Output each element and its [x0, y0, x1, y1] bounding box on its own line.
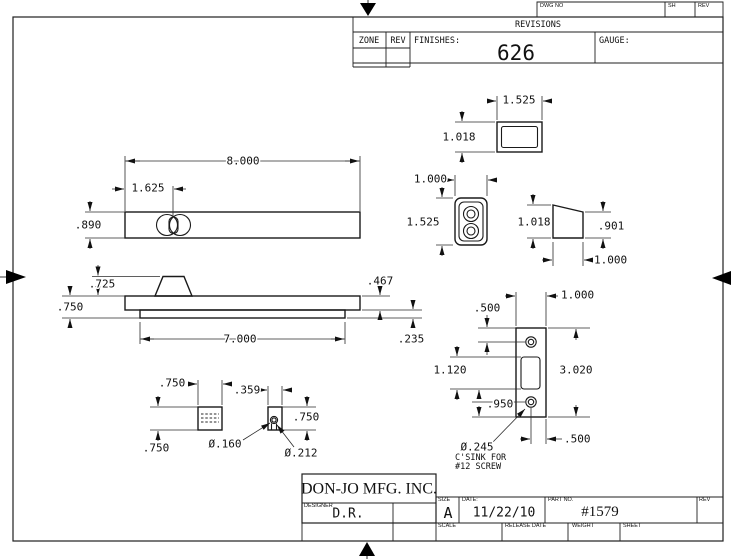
block-outline: [197, 406, 223, 431]
dwg-no-label: DWG NO: [540, 3, 564, 9]
dim-strike-bot: .950: [487, 398, 514, 411]
dim-wedge-w: 1.000: [594, 254, 627, 267]
finishes-value: 626: [497, 41, 535, 65]
view-wedge: 1.018 .901 1.000: [516, 194, 629, 268]
dim-pin-h: .750: [293, 411, 320, 424]
scale-label: SCALE: [438, 523, 456, 529]
dim-strike-off: .500: [564, 433, 591, 446]
dim-side-pad: 7.000: [223, 333, 256, 346]
finishes-label: FINISHES:: [414, 36, 460, 46]
dim-pin-w: .359: [234, 384, 261, 397]
strike-hole-bottom-inner: [527, 398, 535, 406]
strike-note-line1: C'SINK FOR: [455, 453, 507, 463]
dim-block-w: .750: [159, 377, 186, 390]
view-strike: 1.000 .500 1.120 .950 3.020 .500 Ø.2: [432, 287, 596, 473]
keyhole-outer: [155, 213, 179, 237]
size-label: SIZE: [438, 497, 451, 503]
center-mark-right-icon: [712, 271, 731, 285]
flip-bump-outline: [153, 275, 194, 297]
view-pin: .359 .750 Ø.160 Ø.212: [207, 382, 321, 461]
dim-strike-h: 3.020: [559, 364, 592, 377]
dim-cap-h: 1.018: [442, 131, 475, 144]
dim-wedge-r: .901: [598, 220, 625, 233]
housing-outline: [454, 197, 488, 246]
dim-strike-dia: Ø.245: [460, 441, 493, 454]
dim-pin-dia: Ø.212: [284, 447, 317, 460]
housing-hole-top-outer: [462, 205, 480, 223]
strike-cutout: [520, 356, 541, 390]
pin-outline: [267, 406, 283, 431]
dim-plan-slot-offset: 1.625: [131, 182, 164, 195]
revisions-block: REVISIONS ZONE REV FINISHES: 626 GAUGE:: [352, 17, 723, 68]
gauge-label: GAUGE:: [599, 36, 630, 46]
strike-note-line2: #12 SCREW: [455, 462, 502, 472]
release-date-label: RELEASE DATE: [505, 523, 546, 529]
housing-hole-bottom-inner: [466, 226, 476, 236]
keyhole-slot: [168, 216, 179, 235]
side-pad-outline: [139, 309, 346, 319]
dim-side-height: .750: [57, 301, 84, 314]
dim-housing-h: 1.525: [406, 216, 439, 229]
dim-cap-w: 1.525: [502, 94, 535, 107]
view-plan-bar: 8.000 1.625 .890: [73, 153, 361, 249]
keyhole-inner: [168, 213, 192, 237]
sheet-label: SHEET: [623, 523, 642, 529]
bar-outline: [124, 211, 361, 239]
dim-plan-length: 8.000: [226, 155, 259, 168]
view-cap: 1.525 1.018: [441, 92, 552, 163]
rev-label: REV: [390, 36, 405, 46]
view-block: .750 .750: [141, 375, 232, 456]
size-value: A: [443, 504, 452, 522]
view-housing: 1.000 1.525: [405, 171, 497, 256]
weight-label: WEIGHT: [572, 523, 595, 529]
designer-label: DESIGNER: [304, 503, 333, 509]
date-value: 11/22/10: [473, 506, 536, 521]
pin-hole-outer: [269, 415, 279, 425]
cap-outline: [496, 121, 543, 153]
strike-hole-top-inner: [527, 338, 535, 346]
view-side-bar: .725 .750 7.000 .467 .235: [55, 265, 426, 347]
pin-hole-inner: [271, 417, 277, 423]
rev-label-top: REV: [698, 3, 710, 9]
center-mark-left-icon: [6, 270, 26, 284]
wedge-outline: [552, 204, 584, 239]
housing-hole-bottom-outer: [462, 222, 480, 240]
part-no-label: PART NO.: [548, 497, 574, 503]
dim-side-flip: .725: [89, 278, 116, 291]
dim-block-h: .750: [143, 442, 170, 455]
company-name: DON-JO MFG. INC.: [301, 481, 437, 498]
sh-label: SH: [668, 3, 676, 9]
dim-side-pad-thk: .235: [398, 333, 425, 346]
side-bar-outline: [124, 295, 361, 311]
dim-strike-cut: 1.120: [433, 364, 466, 377]
dim-pin-hole-dia: Ø.160: [208, 438, 241, 451]
dim-side-bar-thk: .467: [367, 275, 394, 288]
title-block: DON-JO MFG. INC. DESIGNER D.R. SIZE A DA…: [301, 473, 723, 541]
center-mark-top-icon: [360, 3, 376, 16]
date-label: DATE:: [462, 497, 478, 503]
header-strip: DWG NO SH REV: [536, 1, 724, 17]
strike-hole-bottom-outer: [525, 396, 537, 408]
strike-hole-top-outer: [525, 336, 537, 348]
revisions-title: REVISIONS: [515, 20, 561, 30]
housing-inner: [458, 201, 484, 242]
cap-inner: [500, 125, 539, 149]
dim-housing-w: 1.000: [414, 173, 447, 186]
dim-wedge-l: 1.018: [517, 216, 550, 229]
dim-strike-w: 1.000: [561, 289, 594, 302]
designer-value: D.R.: [332, 507, 363, 522]
rev-label-title: REV: [699, 497, 711, 503]
dim-strike-top: .500: [474, 302, 501, 315]
center-mark-bottom-icon: [359, 542, 375, 556]
housing-hole-top-inner: [466, 209, 476, 219]
zone-label: ZONE: [359, 36, 379, 46]
dim-plan-width: .890: [75, 219, 102, 232]
part-no-value: #1579: [581, 504, 619, 520]
